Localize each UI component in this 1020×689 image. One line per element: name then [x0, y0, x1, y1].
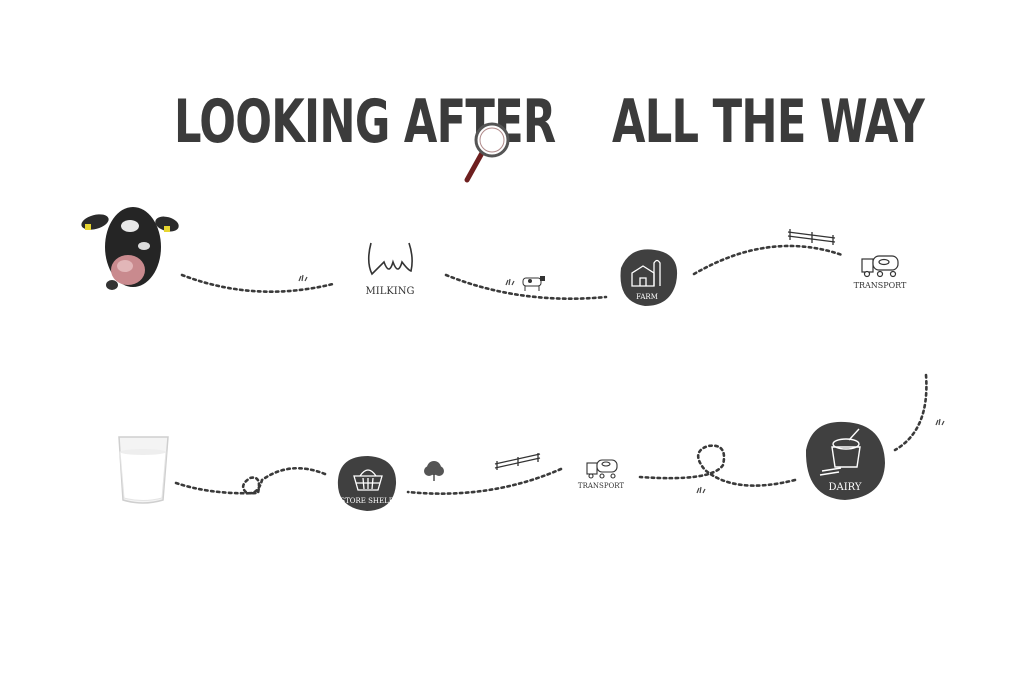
transport-top-label: TRANSPORT — [854, 281, 907, 290]
barn-icon — [631, 259, 661, 287]
tree-icon — [424, 461, 444, 481]
dotted-route — [171, 244, 928, 495]
cow-head-icon — [81, 207, 179, 290]
dairy-badge: DAIRY — [805, 421, 885, 500]
milk-churn-icon — [819, 428, 861, 476]
store-shelf-badge: STORE SHELF — [337, 456, 397, 511]
small-cow-icon — [522, 276, 545, 291]
tanker-truck-icon — [586, 459, 618, 479]
headline-right: ALL THE WAY — [612, 87, 925, 157]
grass-tuft-icon — [298, 274, 945, 494]
tanker-truck-icon — [861, 255, 899, 278]
basket-icon — [353, 469, 383, 491]
milk-glass-icon — [118, 436, 169, 504]
transport-bottom-label: TRANSPORT — [578, 482, 625, 490]
dairy-label: DAIRY — [828, 482, 861, 493]
fence-icon — [787, 229, 836, 245]
udder-icon — [367, 242, 413, 276]
milking-label: MILKING — [366, 286, 415, 297]
farm-label: FARM — [636, 293, 658, 301]
magnifying-glass-icon — [464, 122, 510, 183]
farm-badge: FARM — [620, 249, 678, 306]
store-shelf-label: STORE SHELF — [340, 497, 393, 505]
fence-icon — [494, 453, 541, 470]
